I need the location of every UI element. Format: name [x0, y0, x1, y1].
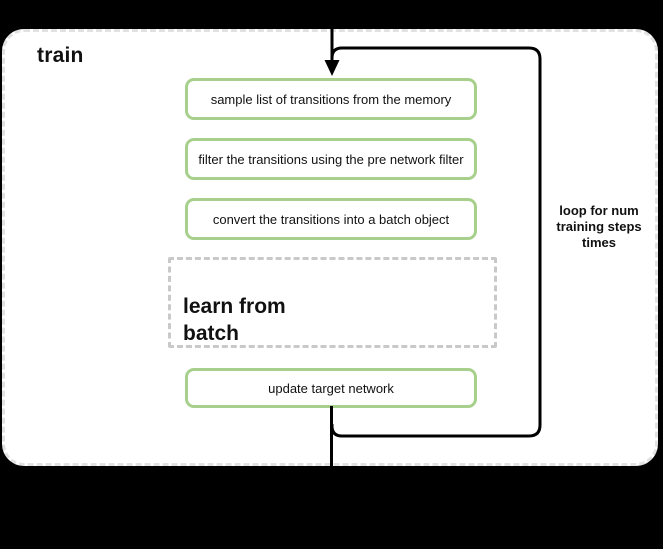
- subprocess-label: learn from batch: [183, 295, 286, 345]
- step-label: sample list of transitions from the memo…: [210, 91, 452, 107]
- step-sample-transitions: sample list of transitions from the memo…: [185, 78, 477, 120]
- frame-title: train: [37, 44, 84, 67]
- step-convert-batch: convert the transitions into a batch obj…: [185, 198, 477, 240]
- step-update-target-network: update target network: [185, 368, 477, 408]
- step-label: filter the transitions using the pre net…: [198, 151, 464, 167]
- step-filter-transitions: filter the transitions using the pre net…: [185, 138, 477, 180]
- loop-annotation: loop for num training steps times: [556, 203, 642, 250]
- step-label: convert the transitions into a batch obj…: [212, 211, 450, 227]
- step-label: update target network: [268, 380, 394, 396]
- subprocess-learn-from-batch: learn from batch: [168, 257, 497, 348]
